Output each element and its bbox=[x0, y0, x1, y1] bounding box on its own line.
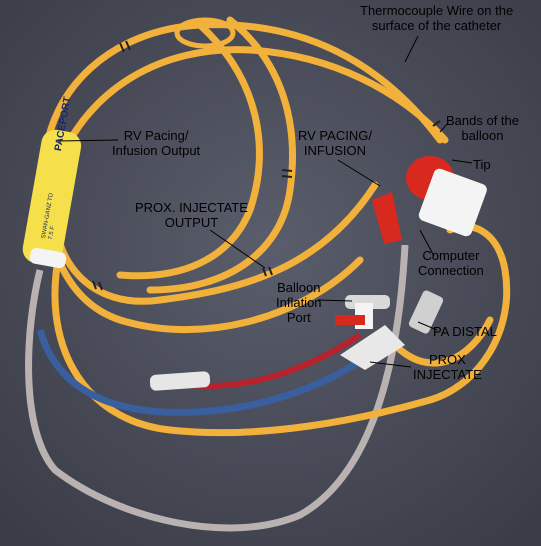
label-rv-pacing-output: RV Pacing/Infusion Output bbox=[112, 128, 201, 158]
red-lumen-line bbox=[189, 332, 362, 389]
junction-sleeve bbox=[149, 371, 211, 391]
label-rv-pacing-infusion: RV PACING/INFUSION bbox=[298, 128, 372, 158]
balloon-inflation-port bbox=[335, 295, 390, 329]
computer-connection-plug bbox=[418, 168, 487, 237]
catheter-top-loop bbox=[174, 17, 236, 49]
blue-lumen-line bbox=[36, 329, 372, 416]
prox-injectate-hub bbox=[340, 325, 405, 370]
pa-distal-hub bbox=[408, 290, 444, 334]
label-pa-distal: PA DISTAL bbox=[433, 324, 497, 339]
label-tip: Tip bbox=[473, 157, 491, 172]
catheter-depth-marks bbox=[92, 40, 441, 291]
clear-lumen-line bbox=[25, 244, 409, 532]
catheter-body bbox=[22, 129, 82, 269]
rv-pacing-hub bbox=[372, 192, 402, 244]
